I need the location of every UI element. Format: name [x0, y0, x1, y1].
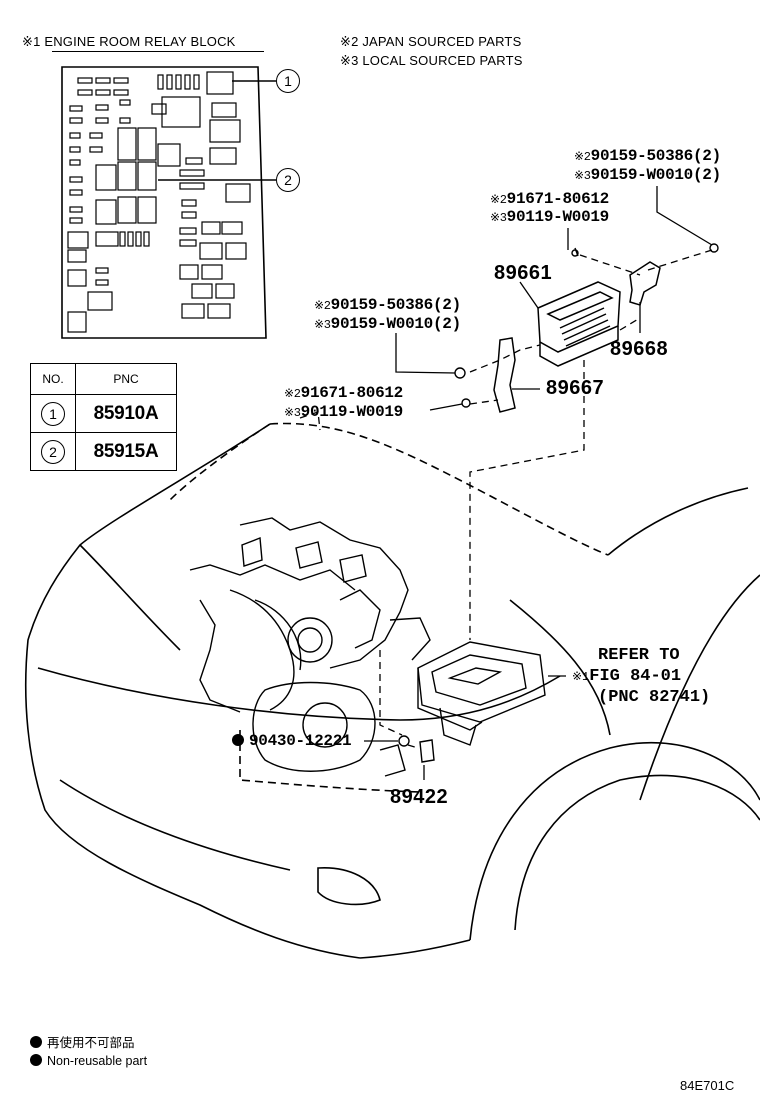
- part-number: 91671-80612: [506, 190, 610, 208]
- engine-block: [189, 517, 431, 777]
- note-japan-sourced: ※2 JAPAN SOURCED PARTS: [340, 34, 522, 49]
- row-no-cell: 2: [30, 432, 76, 471]
- row-pnc-cell: 85910A: [75, 394, 177, 433]
- row-no-cell: 1: [30, 394, 76, 433]
- reference-fig: FIG 84-01: [589, 667, 682, 686]
- part-label-lower-b: ※390119-W0019: [284, 403, 403, 421]
- part-label-mid-right-a: ※291671-80612: [490, 190, 609, 208]
- table-row: 2 85915A: [30, 432, 177, 471]
- relay-block-components: [67, 71, 251, 333]
- part-label-lower-a: ※291671-80612: [284, 384, 403, 402]
- part-label-gasket: 90430-12221: [232, 732, 352, 750]
- note-local-sourced: ※3 LOCAL SOURCED PARTS: [340, 53, 523, 68]
- pnc-table-header: NO. PNC: [30, 363, 177, 395]
- part-number: 90119-W0019: [300, 403, 404, 421]
- col-no-header: NO.: [30, 363, 76, 395]
- part-label-bracket-left: 89667: [546, 377, 605, 399]
- legend-en-text: Non-reusable part: [47, 1054, 148, 1068]
- part-label-left-b: ※390159-W0010(2): [314, 315, 461, 333]
- part-mark: ※3: [574, 169, 591, 183]
- car-fender-inner: [514, 774, 760, 931]
- col-pnc-header: PNC: [75, 363, 177, 395]
- reference-mark: ※1: [572, 670, 590, 684]
- non-reusable-dot-icon: [30, 1054, 42, 1066]
- part-number: 90430-12221: [249, 732, 352, 750]
- non-reusable-dot-icon: [232, 734, 244, 746]
- callout-2-number: 2: [276, 168, 300, 192]
- callout-2: 2: [276, 168, 300, 192]
- car-hood-edge: [37, 667, 561, 721]
- assembly-dashed-lines: [299, 249, 713, 749]
- part-mark: ※3: [284, 406, 301, 420]
- part-label-ecu: 89661: [494, 262, 553, 284]
- legend-jp-text: 再使用不可部品: [47, 1036, 135, 1050]
- part-mark: ※2: [284, 387, 301, 401]
- part-mark: ※3: [490, 211, 507, 225]
- part-label-bracket-right: 89668: [610, 338, 669, 360]
- car-lower-grille: [59, 779, 291, 871]
- part-number: 91671-80612: [300, 384, 404, 402]
- part-label-left-a: ※290159-50386(2): [314, 296, 461, 314]
- part-number: 90159-W0010(2): [330, 315, 462, 333]
- ecu-module: [537, 281, 621, 367]
- car-fog-lamp: [317, 867, 381, 906]
- table-row: 1 85910A: [30, 394, 177, 433]
- part-number: 90159-50386(2): [590, 147, 722, 165]
- part-mark: ※2: [314, 299, 331, 313]
- reference-line1: REFER TO: [598, 646, 680, 665]
- part-label-top-right-b: ※390159-W0010(2): [574, 166, 721, 184]
- note1-underline: [52, 51, 264, 52]
- legend-jp: 再使用不可部品: [30, 1032, 135, 1051]
- row-no: 1: [41, 401, 65, 426]
- leader-lines: [364, 186, 713, 780]
- part-number: 90159-W0010(2): [590, 166, 722, 184]
- part-number: 90119-W0019: [506, 208, 610, 226]
- part-mark: ※3: [314, 318, 331, 332]
- hood-dashed-left: [169, 423, 271, 501]
- car-bumper-outline: [79, 544, 471, 959]
- part-mark: ※2: [490, 193, 507, 207]
- legend-en: Non-reusable part: [30, 1054, 147, 1068]
- row-pnc: 85910A: [93, 402, 159, 424]
- part-label-sensor: 89422: [390, 786, 449, 808]
- part-number: 90159-50386(2): [330, 296, 462, 314]
- part-label-mid-right-b: ※390119-W0019: [490, 208, 609, 226]
- engine-bay-dashed: [239, 730, 421, 793]
- row-pnc: 85915A: [93, 440, 159, 462]
- row-pnc-cell: 85915A: [75, 432, 177, 471]
- reference-line3: (PNC 82741): [598, 688, 711, 707]
- car-hood-outline: [24, 423, 361, 959]
- figure-code: 84E701C: [680, 1078, 735, 1093]
- reference-line2: ※1FIG 84-01: [572, 666, 681, 688]
- pnc-table: NO. PNC 1 85910A 2 85915A: [30, 363, 177, 471]
- relay-block-outline: [61, 66, 267, 339]
- car-body-line: [509, 599, 611, 736]
- bracket-right: [629, 261, 661, 306]
- callout-1: 1: [276, 69, 300, 93]
- part-mark: ※2: [574, 150, 591, 164]
- bolts: [398, 243, 719, 763]
- row-no: 2: [41, 439, 65, 464]
- bracket-left: [493, 337, 516, 413]
- note-engine-room-relay-block: ※1 ENGINE ROOM RELAY BLOCK: [22, 34, 236, 50]
- non-reusable-dot-icon: [30, 1036, 42, 1048]
- note1-text: ※1 ENGINE ROOM RELAY BLOCK: [22, 34, 236, 49]
- callout-1-number: 1: [276, 69, 300, 93]
- car-windshield: [607, 487, 760, 801]
- engine-bay-relay-box: [417, 641, 546, 746]
- hood-dashed-outline: [269, 422, 609, 556]
- car-fender: [469, 741, 760, 941]
- part-label-top-right-a: ※290159-50386(2): [574, 147, 721, 165]
